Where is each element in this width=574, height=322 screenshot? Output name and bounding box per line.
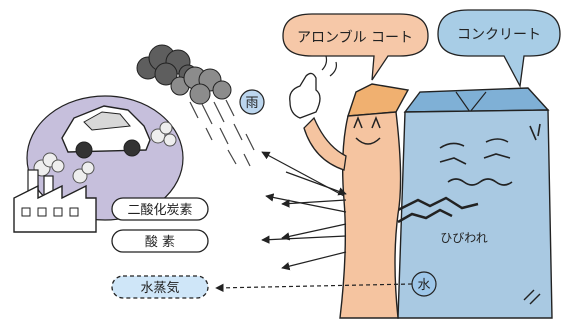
water-badge: 水 [411,271,437,297]
arrow-block-1 [285,171,347,196]
crack-label: ひびわれ [440,231,487,245]
arrow-block-2 [281,199,347,208]
concrete-texture [523,289,541,305]
co2-label: 二酸化炭素 [127,203,192,218]
car-icon [61,105,177,159]
rain-label: 雨 [245,96,258,111]
oxygen-arrow [261,235,347,244]
factory-icon [13,152,97,233]
water-vapor-arrow [215,283,413,293]
concrete-block: ひびわれ [397,87,553,319]
concrete-bubble: コンクリート [437,9,561,89]
arrow-block-4 [281,251,347,271]
coat-face [353,115,381,145]
rain-badge: 雨 [239,89,265,115]
waving-hand-icon [289,55,347,171]
arrows [215,151,413,293]
concrete-label: コンクリート [457,27,541,43]
aron-coat-bubble: アロンブル コート [282,13,429,81]
arrow-block-3 [281,223,347,241]
concrete-face [439,123,541,186]
aron-coat-label: アロンブル コート [297,29,413,46]
oxygen-label: 酸 素 [145,235,175,250]
rain-cloud-icon [136,44,255,167]
aron-coat-layer [339,83,410,319]
oxygen-box: 酸 素 [111,229,209,253]
water-vapor-label: 水蒸気 [140,280,179,296]
crack-icon [397,196,479,224]
co2-box: 二酸化炭素 [111,197,209,221]
water-label: 水 [417,278,430,293]
water-vapor-box: 水蒸気 [111,275,209,299]
co2-arrow [265,193,347,213]
